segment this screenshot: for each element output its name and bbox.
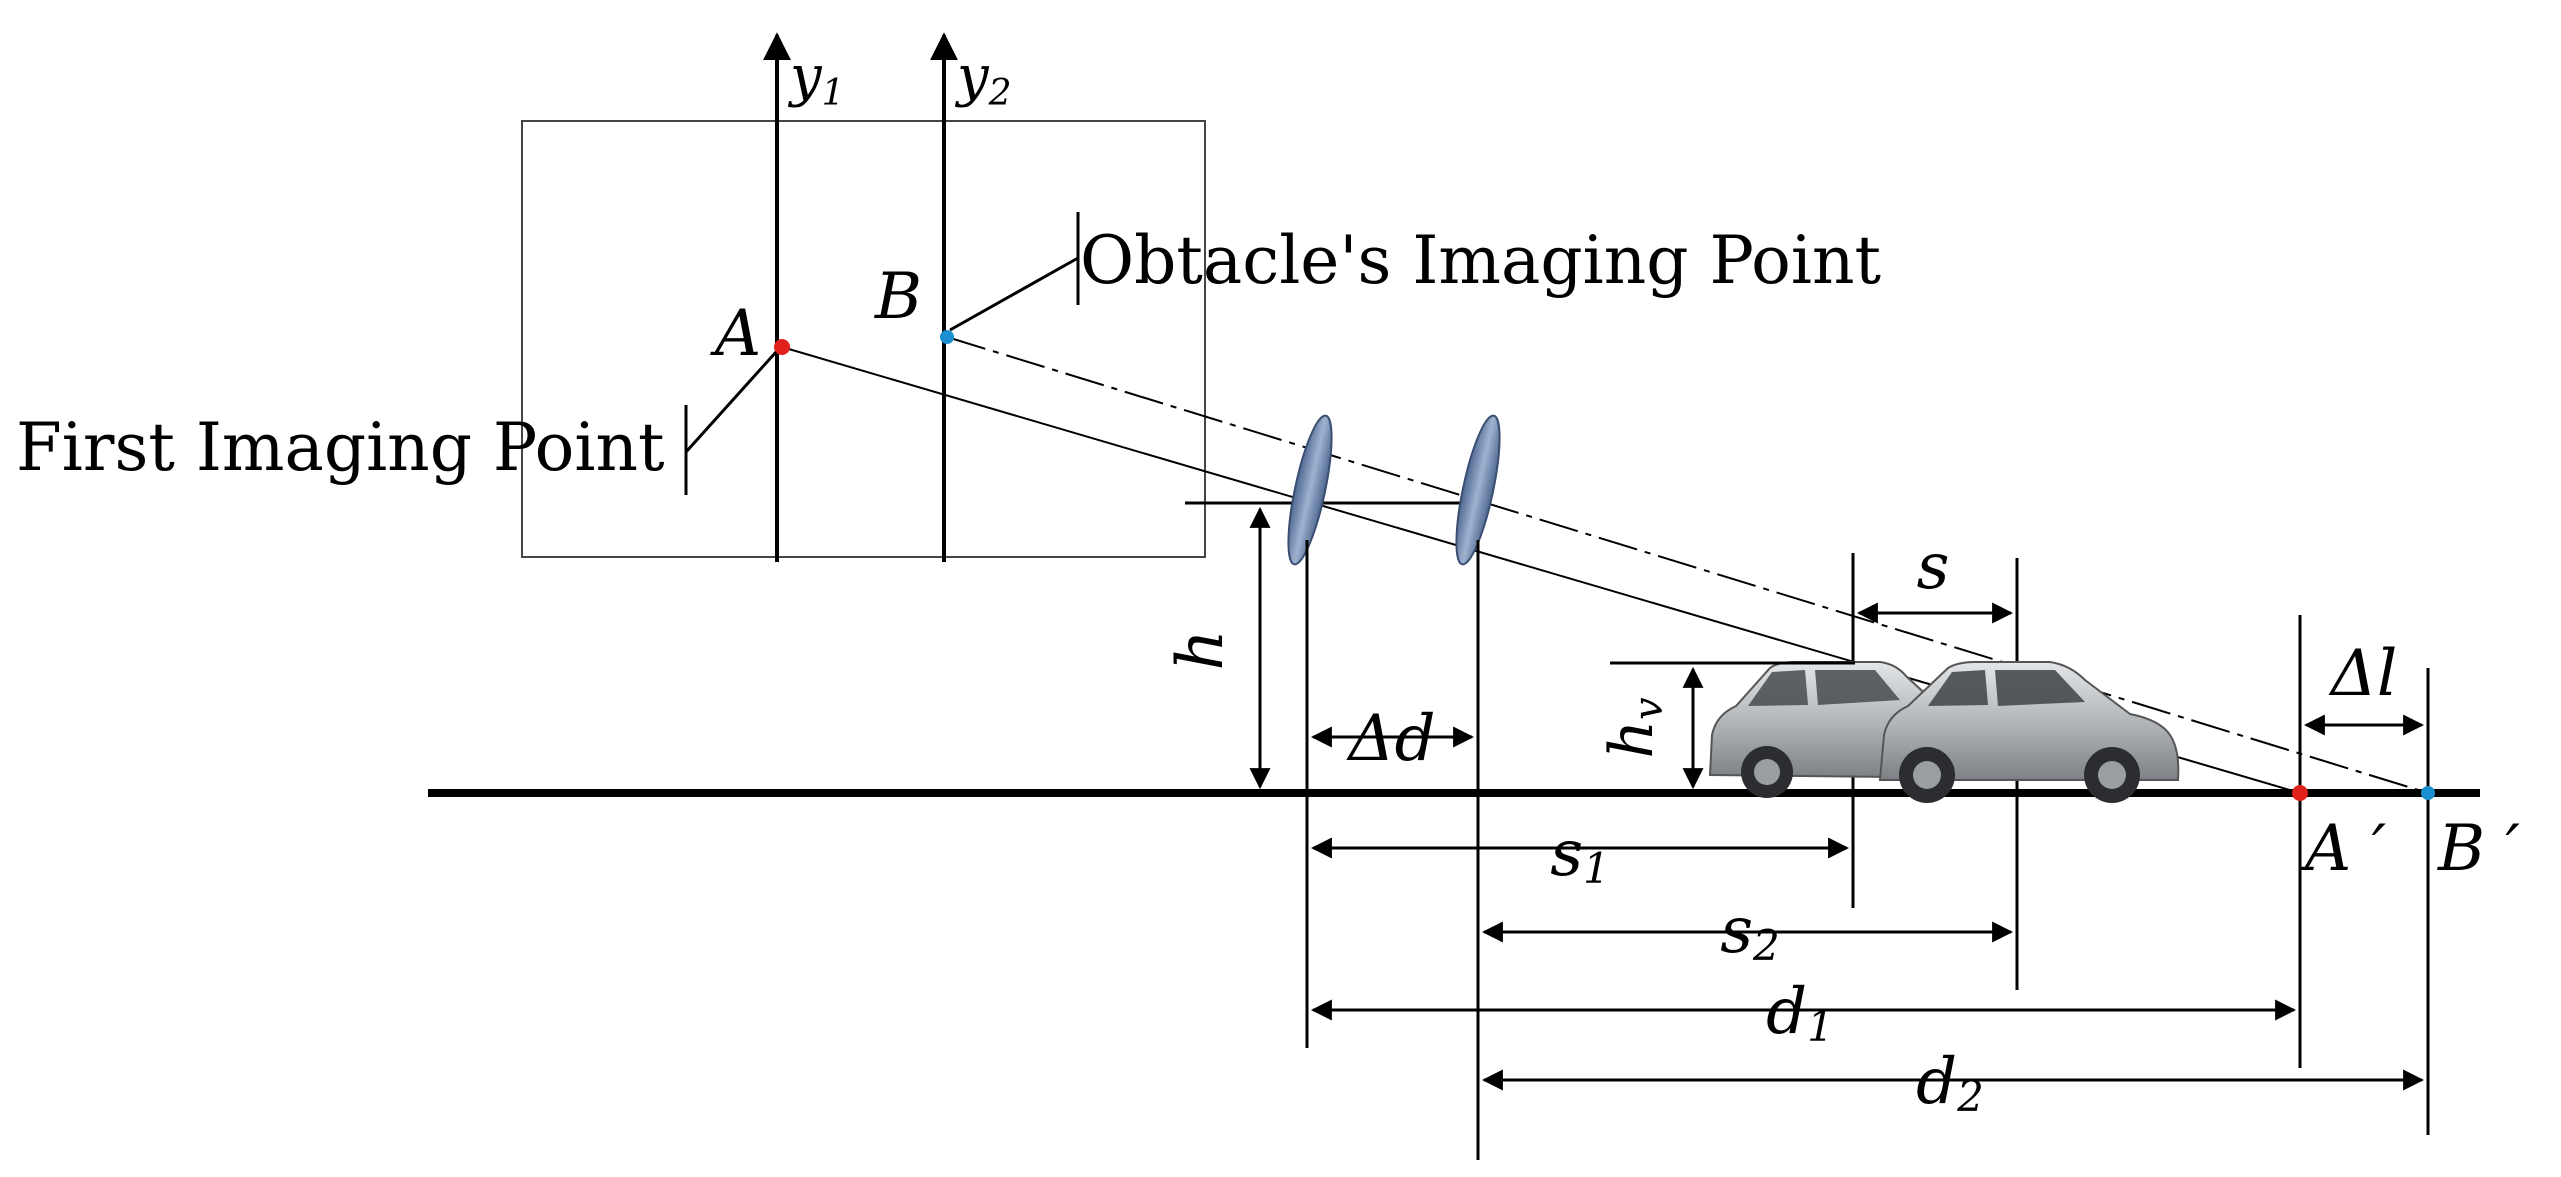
callout-first-leader (684, 350, 778, 454)
image-plane-frame (521, 120, 1206, 558)
point-b-marker (940, 330, 954, 344)
point-b-prime-marker (2421, 786, 2435, 800)
point-a-marker (774, 339, 790, 355)
point-a-prime-marker (2292, 785, 2308, 801)
car-front-icon (1878, 661, 2180, 803)
y2-axis-label: y2 (954, 44, 1012, 114)
label-a-prime: A ′ (2300, 812, 2387, 886)
label-s: s (1917, 530, 1950, 604)
caption-obstacle: Obtacle's Imaging Point (1080, 222, 1881, 299)
label-delta-l: Δl (2328, 637, 2398, 711)
label-hv: hv (1597, 697, 1672, 759)
caption-first: First Imaging Point (16, 409, 665, 486)
label-d2: d2 (1916, 1045, 1984, 1121)
y1-axis-label: y1 (787, 44, 845, 114)
label-b-prime: B ′ (2437, 812, 2520, 886)
label-point-a: A (710, 297, 761, 371)
label-d1: d1 (1766, 975, 1834, 1051)
ray-b (946, 336, 2429, 794)
label-point-b: B (874, 260, 922, 334)
label-delta-d: Δd (1345, 702, 1435, 776)
label-s1: s1 (1550, 817, 1610, 893)
callout-obstacle-leader (949, 256, 1079, 332)
label-s2: s2 (1720, 894, 1780, 970)
lens-1 (1287, 414, 1333, 566)
lens-2 (1455, 414, 1501, 566)
label-h: h (1164, 629, 1238, 670)
